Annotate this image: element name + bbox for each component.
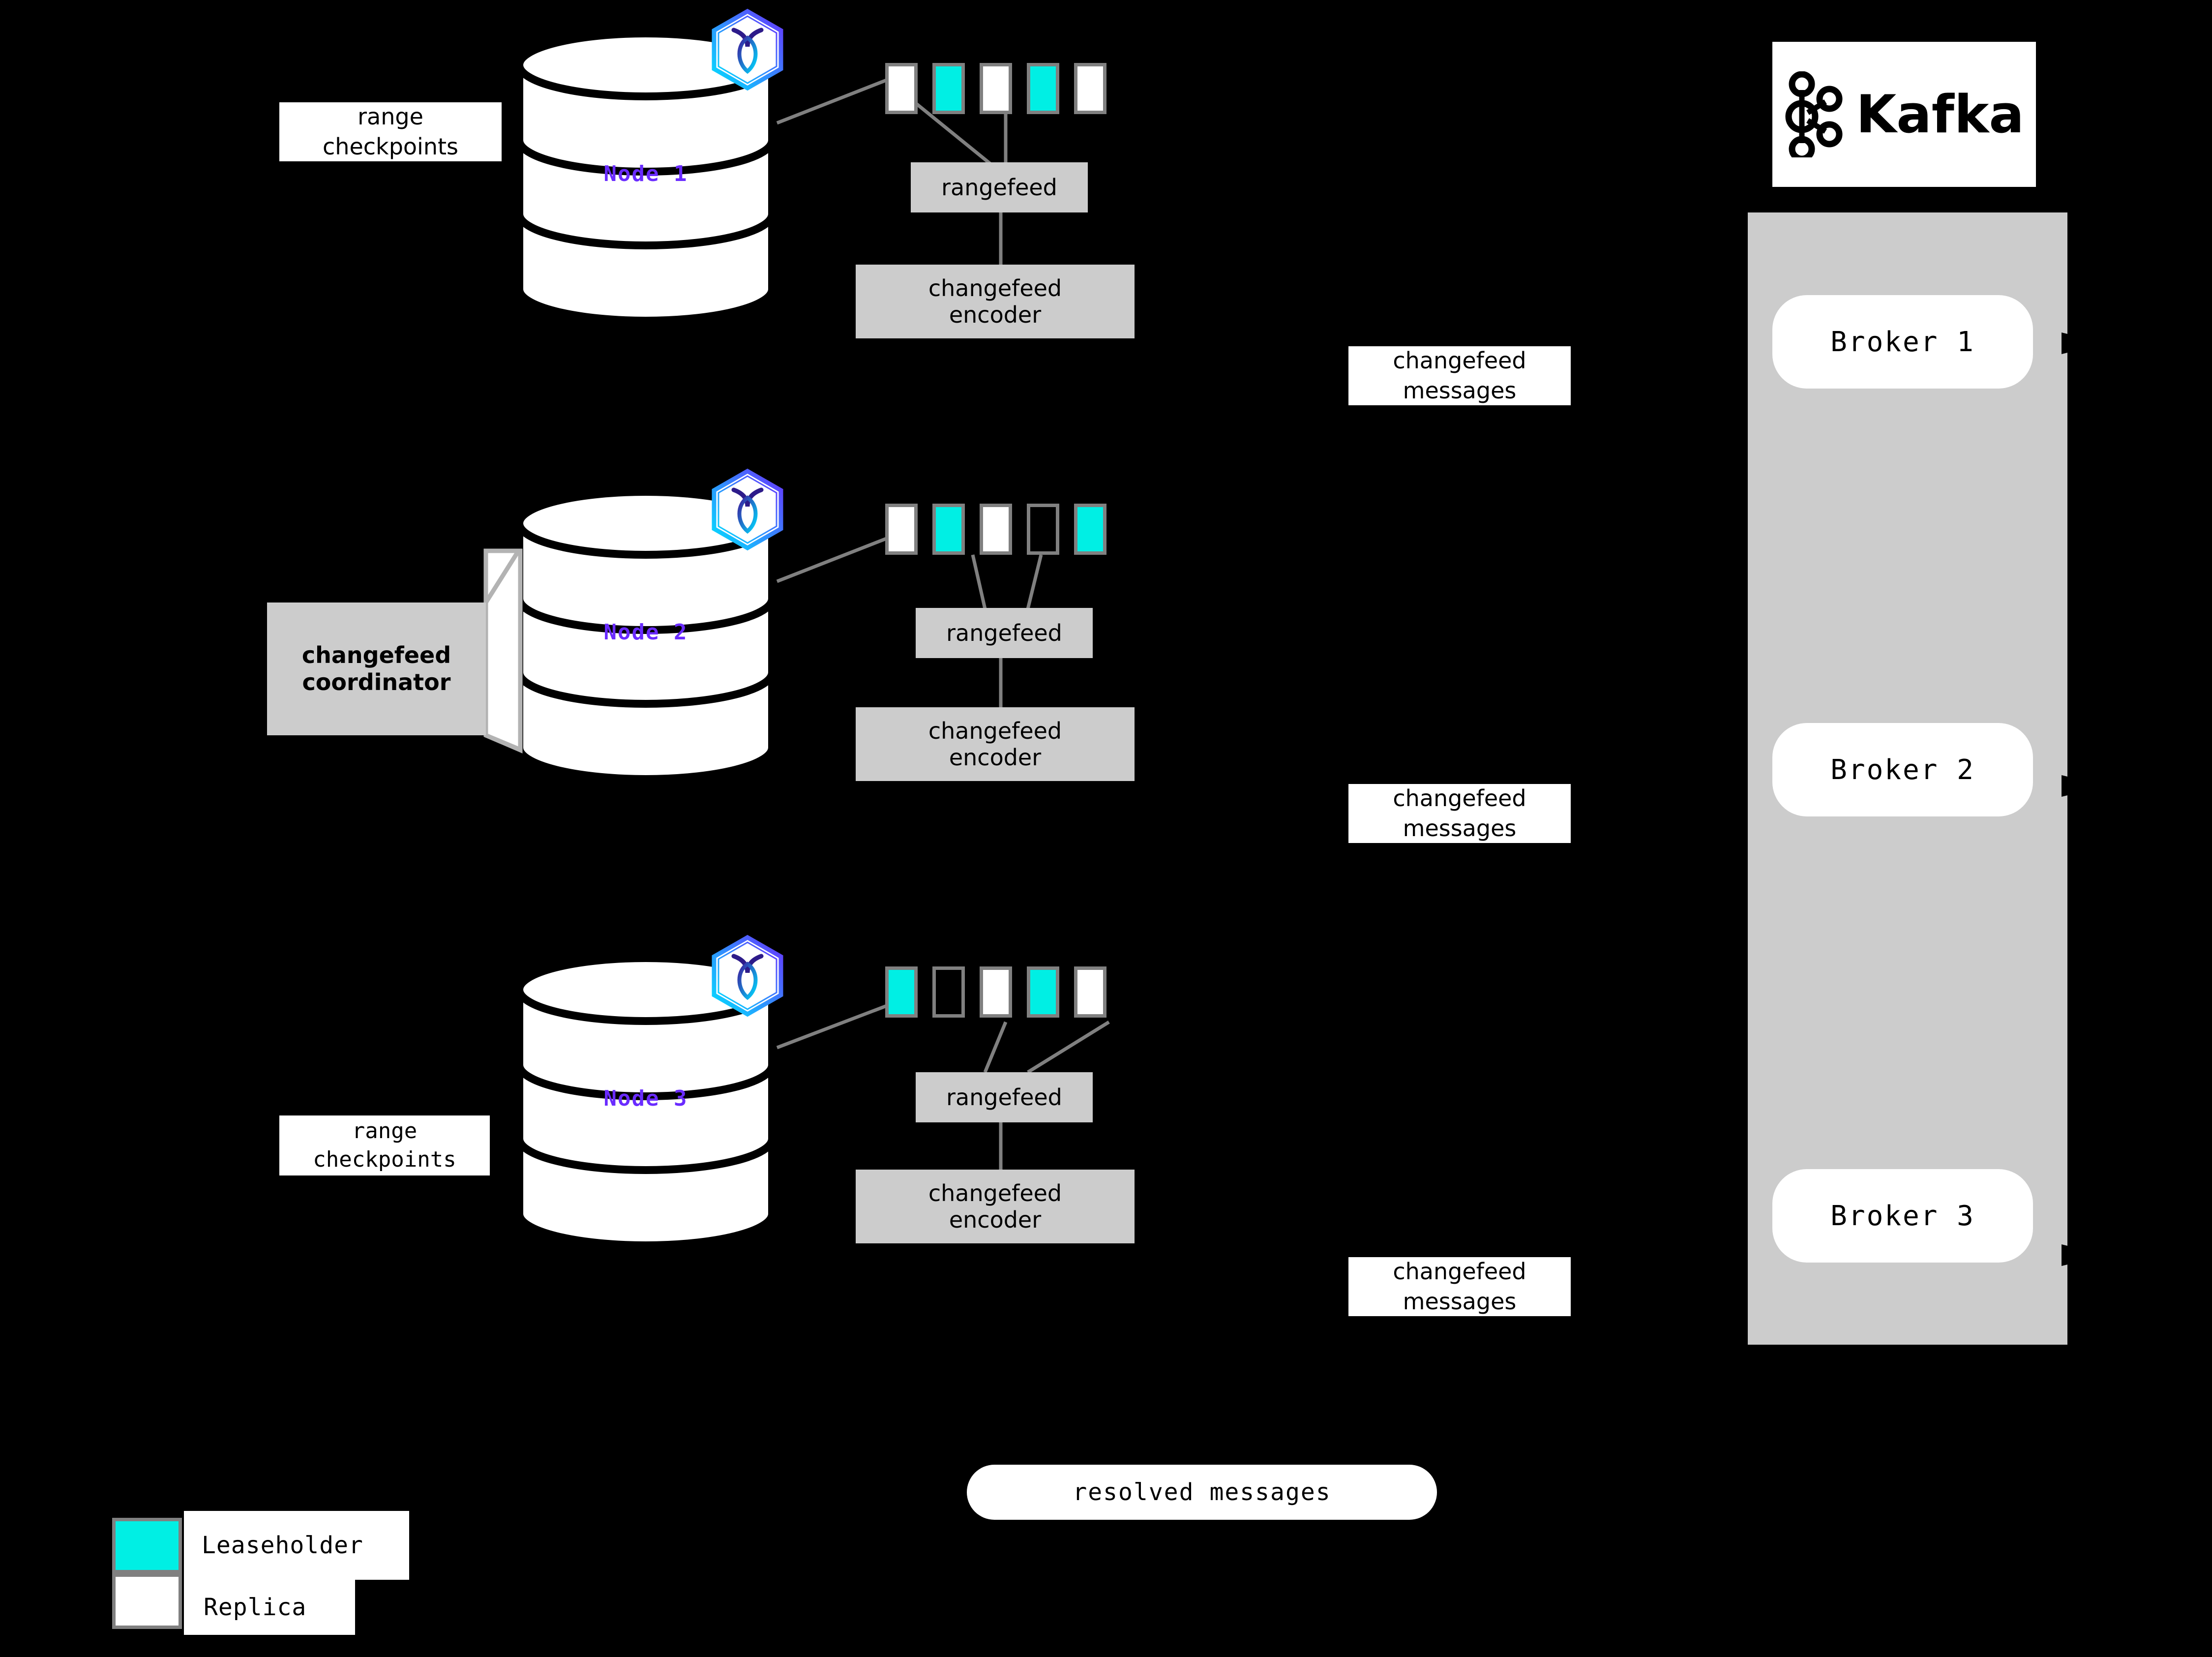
legend-swatch-leaseholder (112, 1518, 182, 1573)
node-3-range-row (885, 966, 1121, 1018)
legend-text: Replica (204, 1594, 307, 1621)
broker-3[interactable]: Broker 3 (1772, 1169, 2033, 1263)
changefeed-messages-line1: changefeed (1393, 347, 1526, 374)
range-box (1027, 504, 1059, 555)
encoder-label-line1: changefeed (928, 717, 1062, 744)
broker-1[interactable]: Broker 1 (1772, 295, 2033, 389)
node-2-changefeed-encoder-box[interactable]: changefeed encoder (856, 707, 1135, 781)
range-box (1074, 63, 1106, 114)
node-2-cylinder: Node 2 (515, 488, 776, 783)
broker-label: Broker 2 (1830, 753, 1975, 786)
range-checkpoints-line2: checkpoints (323, 133, 458, 160)
cockroachdb-logo-icon (708, 934, 787, 1020)
broker-2[interactable]: Broker 2 (1772, 723, 2033, 816)
node-2-range-row (885, 504, 1121, 555)
broker-label: Broker 3 (1830, 1200, 1975, 1232)
node-1-cylinder: Node 1 (515, 30, 776, 325)
range-box (885, 504, 918, 555)
kafka-logo-panel: Kafka (1772, 42, 2036, 187)
changefeed-messages-label-1: changefeed messages (1348, 346, 1571, 405)
range-box (980, 966, 1012, 1018)
node-2-rangefeed-box[interactable]: rangefeed (916, 608, 1093, 658)
changefeed-messages-line2: messages (1403, 1288, 1517, 1315)
range-box (1027, 63, 1059, 114)
encoder-label-line2: encoder (949, 1206, 1042, 1233)
encoder-label-line1: changefeed (928, 274, 1062, 301)
encoder-label-line1: changefeed (928, 1179, 1062, 1206)
rangefeed-label: rangefeed (946, 1084, 1062, 1111)
kafka-node-graph-icon (1785, 71, 1843, 157)
changefeed-coordinator-box: changefeed coordinator (267, 603, 486, 735)
range-box (980, 504, 1012, 555)
changefeed-messages-label-3: changefeed messages (1348, 1257, 1571, 1316)
node-1-label: Node 1 (603, 161, 688, 186)
coordinator-line1: changefeed (301, 641, 451, 668)
node-2-label: Node 2 (603, 620, 688, 645)
range-checkpoints-line1: range (358, 103, 423, 130)
legend-label-leaseholder: Leaseholder (184, 1511, 409, 1580)
range-checkpoints-label-top: range checkpoints (279, 102, 502, 161)
rangefeed-label: rangefeed (946, 619, 1062, 646)
range-box (932, 63, 965, 114)
node-1-range-row (885, 63, 1121, 114)
node-3-changefeed-encoder-box[interactable]: changefeed encoder (856, 1170, 1135, 1243)
changefeed-messages-line2: messages (1403, 377, 1517, 404)
legend-label-replica: Replica (184, 1580, 355, 1635)
legend-swatch-replica (112, 1573, 182, 1629)
range-box (1027, 966, 1059, 1018)
range-checkpoints-line1: range (352, 1118, 418, 1144)
changefeed-coordinator-callout[interactable]: changefeed coordinator (245, 546, 545, 755)
cockroachdb-logo-icon (708, 7, 787, 93)
range-box (885, 63, 918, 114)
rangefeed-label: rangefeed (941, 174, 1057, 201)
resolved-messages-pill[interactable]: resolved messages (967, 1465, 1437, 1520)
range-box (885, 966, 918, 1018)
range-box (932, 966, 965, 1018)
coordinator-line2: coordinator (302, 669, 451, 695)
node-1-changefeed-encoder-box[interactable]: changefeed encoder (856, 265, 1135, 338)
node-3-label: Node 3 (603, 1086, 688, 1111)
range-box (1074, 966, 1106, 1018)
encoder-label-line2: encoder (949, 301, 1042, 328)
encoder-label-line2: encoder (949, 744, 1042, 771)
changefeed-messages-label-2: changefeed messages (1348, 784, 1571, 843)
node-3-cylinder: Node 3 (515, 954, 776, 1249)
range-checkpoints-line2: checkpoints (313, 1147, 456, 1172)
range-checkpoints-label-bottom: range checkpoints (279, 1115, 490, 1175)
changefeed-messages-line1: changefeed (1393, 1258, 1526, 1285)
range-box (1074, 504, 1106, 555)
node-3-rangefeed-box[interactable]: rangefeed (916, 1072, 1093, 1122)
cockroachdb-logo-icon (708, 467, 787, 553)
legend-text: Leaseholder (202, 1532, 363, 1559)
range-box (932, 504, 965, 555)
kafka-wordmark: Kafka (1856, 84, 2024, 145)
kafka-broker-panel: Broker 1 Broker 2 Broker 3 (1748, 212, 2067, 1345)
changefeed-messages-line1: changefeed (1393, 785, 1526, 812)
node-1-rangefeed-box[interactable]: rangefeed (911, 162, 1088, 212)
range-box (980, 63, 1012, 114)
changefeed-messages-line2: messages (1403, 815, 1517, 842)
broker-label: Broker 1 (1830, 326, 1975, 358)
resolved-messages-label: resolved messages (1073, 1478, 1331, 1506)
